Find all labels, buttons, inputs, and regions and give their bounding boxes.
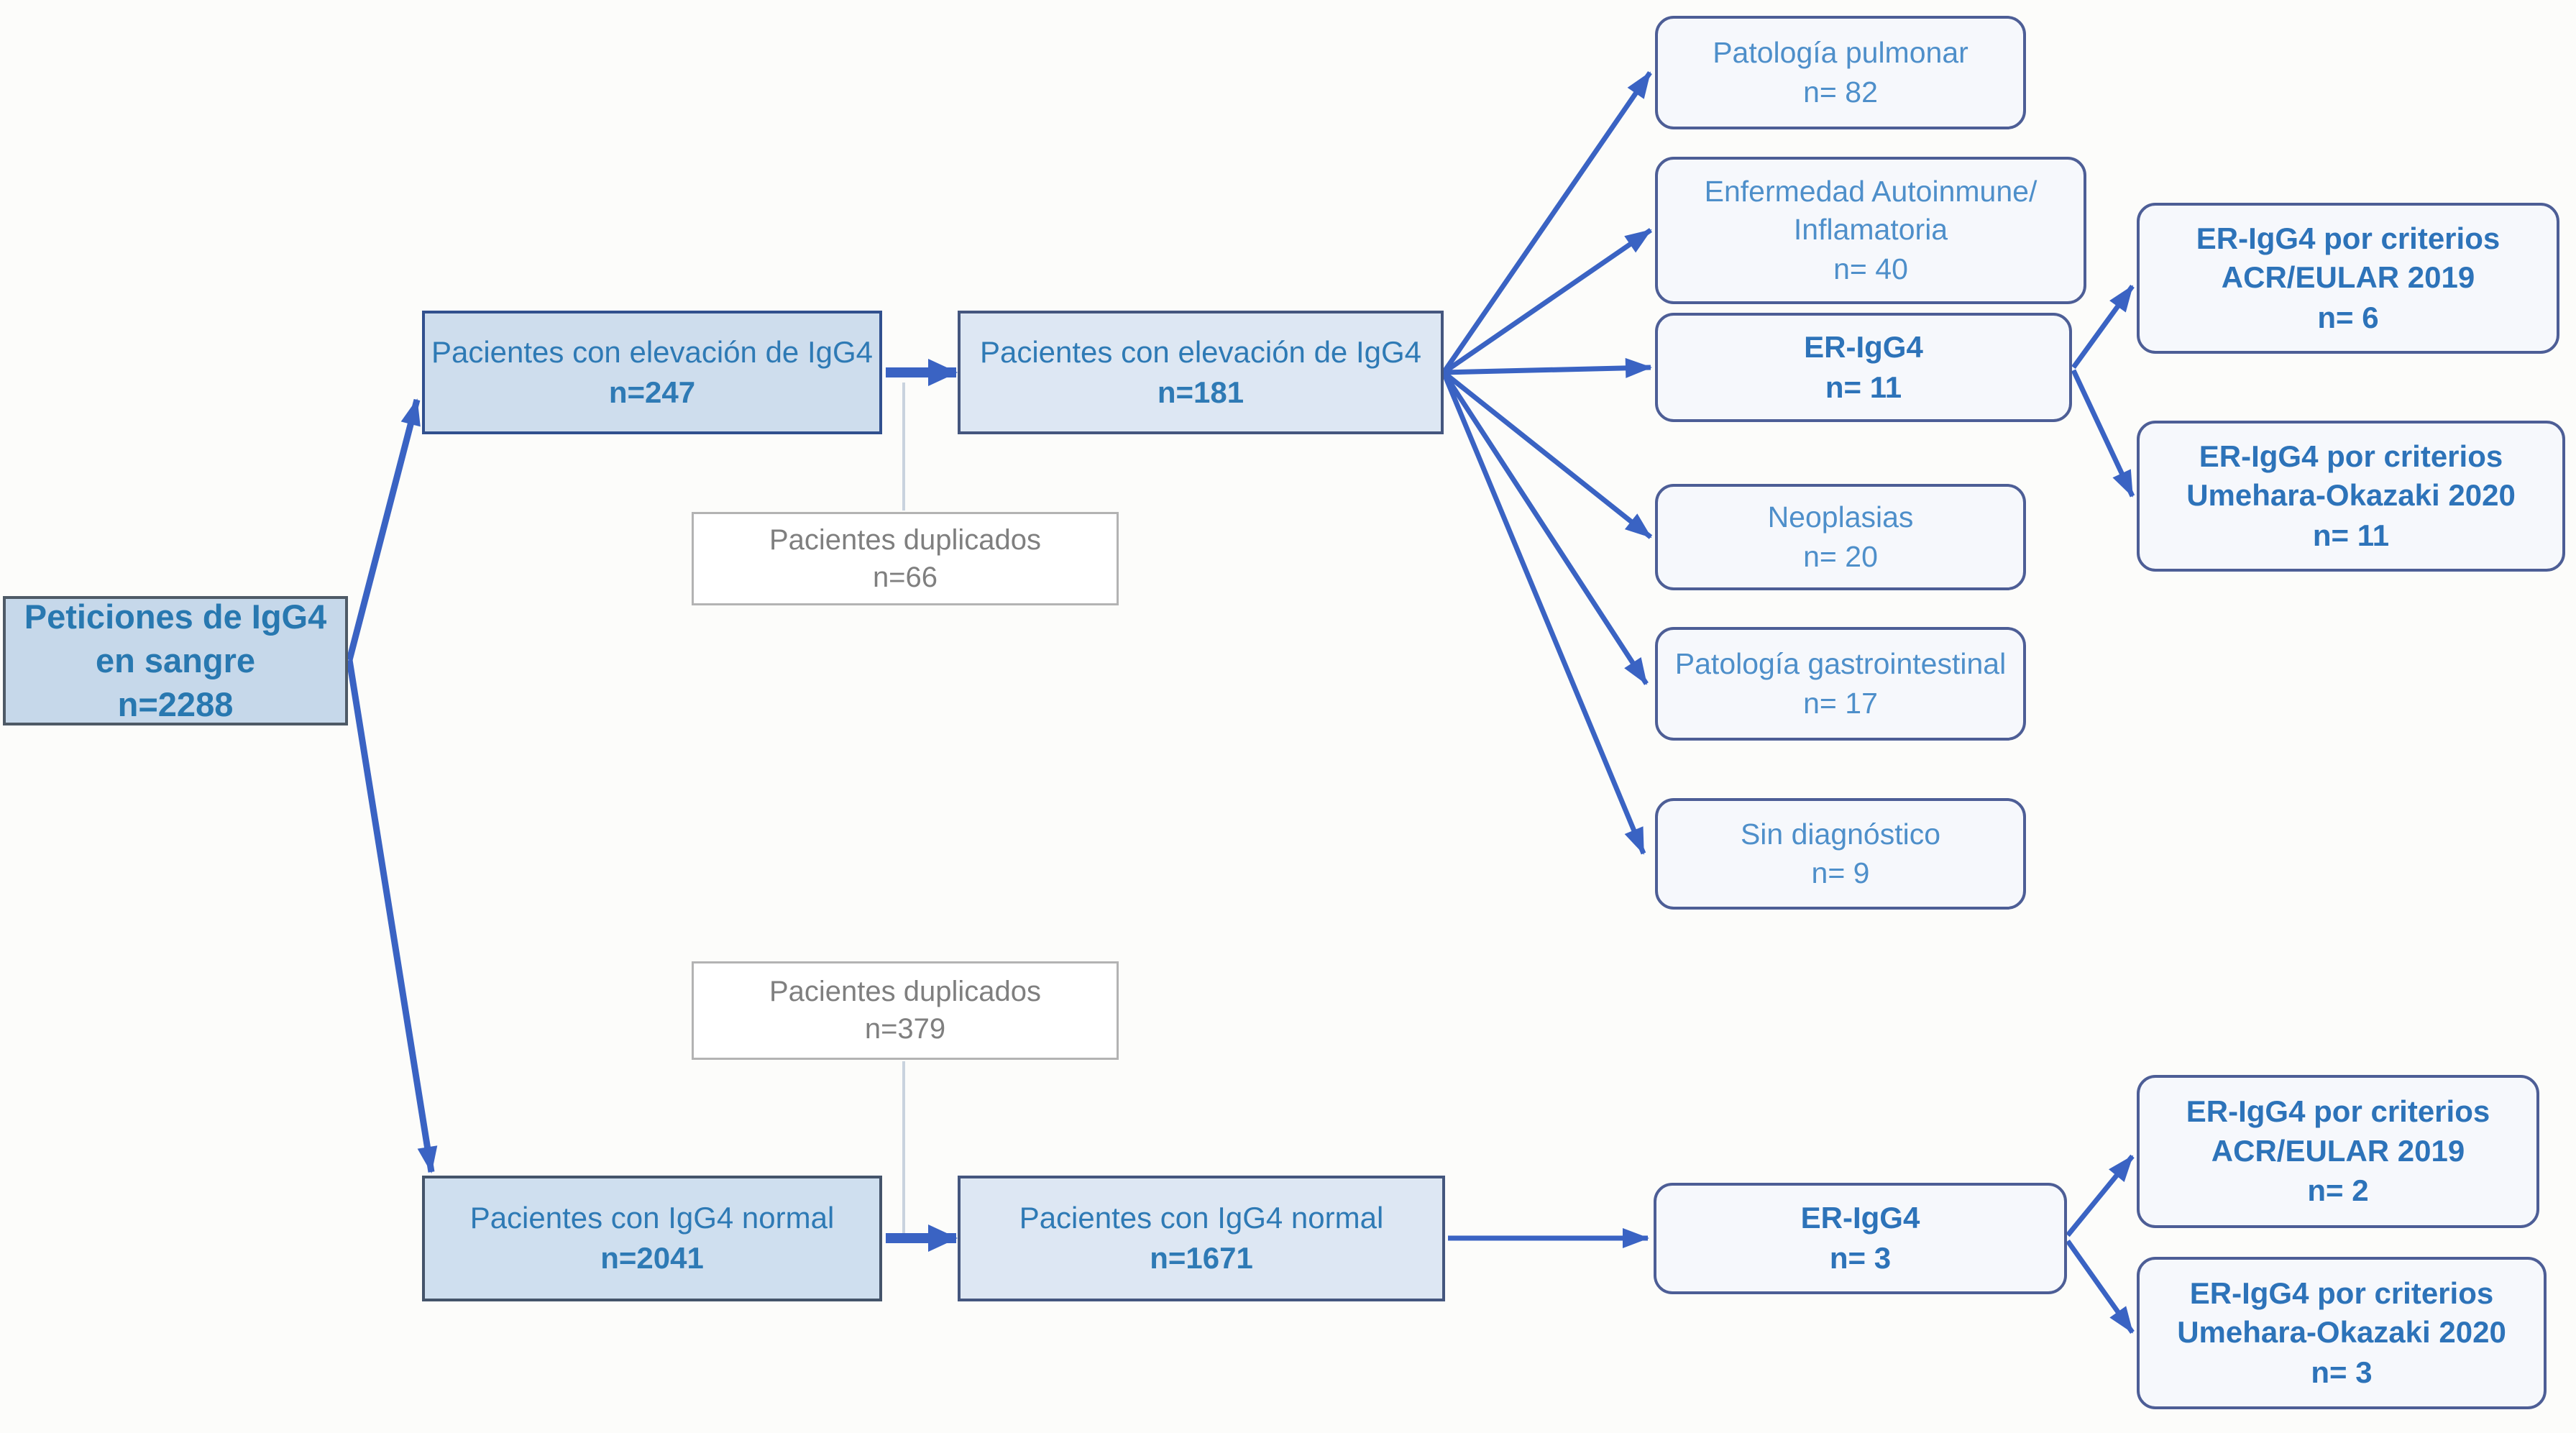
box-acr-eular-2019-bottom-count: n= 2 [2307,1173,2369,1208]
box-acr-eular-2019-bottom-label: ER-IgG4 por criterios ACR/EULAR 2019 [2186,1094,2490,1168]
box-patologia-gastrointestinal-count: n= 17 [1803,686,1878,720]
box-acr-eular-2019-top-label: ER-IgG4 por criterios ACR/EULAR 2019 [2196,221,2501,295]
box-erigg4-3: ER-IgG4 n= 3 [1654,1183,2067,1294]
box-acr-eular-2019-top: ER-IgG4 por criterios ACR/EULAR 2019 n= … [2137,203,2559,354]
box-elevacion-247: Pacientes con elevación de IgG4 n=247 [422,311,882,434]
box-erigg4-11-label: ER-IgG4 [1804,329,1923,364]
box-elevacion-181: Pacientes con elevación de IgG4 n=181 [958,311,1444,434]
box-erigg4-11: ER-IgG4 n= 11 [1655,313,2072,422]
arrow-erigg4-11-to-acr2019 [2071,284,2135,370]
box-duplicados-379: Pacientes duplicados n=379 [692,961,1119,1060]
box-neoplasias-count: n= 20 [1803,539,1878,573]
arrow-elevacion181-to-gastro [1441,371,1649,685]
box-duplicados-379-count: n=379 [864,1013,946,1045]
box-umehara-okazaki-top: ER-IgG4 por criterios Umehara-Okazaki 20… [2137,421,2565,572]
box-umehara-okazaki-bottom-label: ER-IgG4 por criterios Umehara-Okazaki 20… [2177,1276,2506,1350]
box-enfermedad-autoinmune: Enfermedad Autoinmune/ Inflamatoria n= 4… [1655,157,2086,304]
box-duplicados-66-count: n=66 [872,561,938,593]
box-erigg4-3-count: n= 3 [1829,1241,1892,1276]
box-patologia-pulmonar: Patología pulmonar n= 82 [1655,16,2026,129]
box-normal-2041-label: Pacientes con IgG4 normal [469,1201,835,1235]
box-umehara-okazaki-top-label: ER-IgG4 por criterios Umehara-Okazaki 20… [2186,439,2516,513]
box-acr-eular-2019-top-count: n= 6 [2317,300,2379,334]
box-patologia-pulmonar-label: Patología pulmonar [1713,36,1968,70]
box-elevacion-181-label: Pacientes con elevación de IgG4 [979,334,1422,369]
arrow-elevacion181-to-neoplasias [1441,370,1653,539]
box-normal-2041-count: n=2041 [600,1241,704,1276]
box-sin-diagnostico: Sin diagnóstico n= 9 [1655,798,2026,910]
box-sin-diagnostico-label: Sin diagnóstico [1740,817,1941,851]
arrow-peticiones-to-elevacion247 [346,398,421,661]
box-enfermedad-autoinmune-label: Enfermedad Autoinmune/ Inflamatoria [1704,175,2038,247]
box-umehara-okazaki-top-count: n= 11 [2312,518,2390,552]
box-sin-diagnostico-count: n= 9 [1811,856,1870,890]
box-patologia-gastrointestinal: Patología gastrointestinal n= 17 [1655,627,2026,741]
box-duplicados-66-label: Pacientes duplicados [769,523,1042,556]
arrow-erigg4-3-to-umehara [2066,1239,2135,1334]
box-peticiones-igg4: Peticiones de IgG4 en sangre n=2288 [3,596,348,725]
box-enfermedad-autoinmune-count: n= 40 [1833,252,1908,285]
box-erigg4-3-label: ER-IgG4 [1800,1201,1920,1235]
box-elevacion-247-count: n=247 [608,375,696,409]
box-umehara-okazaki-bottom: ER-IgG4 por criterios Umehara-Okazaki 20… [2137,1257,2547,1409]
arrow-erigg4-11-to-umehara [2071,369,2135,498]
box-peticiones-igg4-count: n=2288 [117,685,234,724]
arrow-peticiones-to-normal2041 [346,659,438,1173]
box-normal-1671: Pacientes con IgG4 normal n=1671 [958,1176,1445,1301]
box-elevacion-181-count: n=181 [1157,375,1245,409]
box-elevacion-247-label: Pacientes con elevación de IgG4 [431,334,874,369]
box-normal-1671-label: Pacientes con IgG4 normal [1019,1201,1384,1235]
box-normal-2041: Pacientes con IgG4 normal n=2041 [422,1176,882,1301]
arrow-elevacion181-to-pulmonar [1441,71,1652,374]
box-normal-1671-count: n=1671 [1150,1241,1253,1276]
box-erigg4-11-count: n= 11 [1825,370,1902,404]
arrow-elevacion181-to-erigg4-11 [1443,357,1652,378]
arrow-elevacion181-to-autoinmune [1442,228,1652,375]
box-duplicados-379-label: Pacientes duplicados [769,976,1042,1008]
box-peticiones-igg4-label: Peticiones de IgG4 en sangre [24,597,327,679]
arrow-elevacion181-to-sindiagnostico [1441,371,1646,855]
box-neoplasias-label: Neoplasias [1767,500,1914,534]
box-patologia-gastrointestinal-label: Patología gastrointestinal [1674,647,2007,681]
box-acr-eular-2019-bottom: ER-IgG4 por criterios ACR/EULAR 2019 n= … [2137,1075,2539,1228]
box-duplicados-66: Pacientes duplicados n=66 [692,512,1119,605]
box-umehara-okazaki-bottom-count: n= 3 [2311,1355,2373,1389]
box-patologia-pulmonar-count: n= 82 [1803,75,1878,109]
box-neoplasias: Neoplasias n= 20 [1655,484,2026,590]
arrow-erigg4-3-to-acr2019 [2066,1154,2135,1237]
